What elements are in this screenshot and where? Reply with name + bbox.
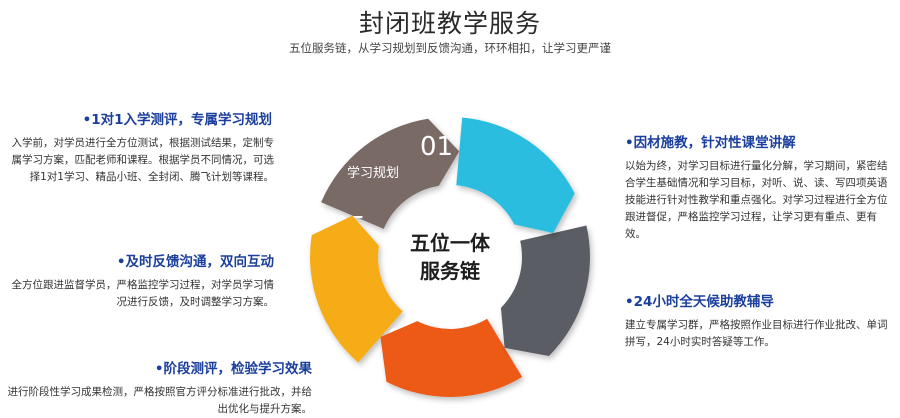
cycle-segment-05 <box>321 118 460 229</box>
service-block-targeted-teaching: •因材施教，针对性课堂讲解 以始为终，对学习目标进行量化分解，学习期间，紧密结合… <box>625 131 897 243</box>
page-title: 封闭班教学服务 <box>358 9 541 38</box>
block-title: •24小时全天候助教辅导 <box>625 294 774 310</box>
service-block-feedback: •及时反馈沟通，双向互动 全方位跟进监督学员，严格监控学习过程，对学员学习情况进… <box>2 250 275 311</box>
page-subtitle: 五位服务链，从学习规划到反馈沟通，环环相扣，让学习更严谨 <box>289 41 611 55</box>
service-block-entry-assessment: •1对1入学测评，专属学习规划 入学前，对学员进行全方位测试，根据测试结果，定制… <box>2 108 275 186</box>
cycle-segment-02 <box>500 225 590 356</box>
service-cycle-diagram: 05反馈沟通04阶段测评03助教辅导02课堂讲解01学习规划 五位一体 服务链 <box>280 85 610 418</box>
diagram-center-line1: 五位一体 <box>410 231 491 255</box>
block-title: •及时反馈沟通，双向互动 <box>116 254 274 270</box>
service-block-stage-assessment: •阶段测评，检验学习效果 进行阶段性学习成果检测，严格按照官方评分标准进行批改，… <box>2 357 313 418</box>
block-description: 以始为终，对学习目标进行量化分解，学习期间，紧密结合学生基础情况和学习目标，对听… <box>625 160 888 240</box>
diagram-center-line2: 服务链 <box>420 259 481 283</box>
block-description: 进行阶段性学习成果检测，严格按照官方评分标准进行批改，并给出优化与提升方案。 <box>7 386 313 415</box>
service-block-24h-tutoring: •24小时全天候助教辅导 建立专属学习群，严格按照作业目标进行作业批改、单词拼写… <box>625 290 897 351</box>
block-description: 入学前，对学员进行全方位测试，根据测试结果，定制专属学习方案，匹配老师和课程。根… <box>11 137 275 183</box>
segment-label: 学习规划 <box>347 165 399 181</box>
cycle-segment-03 <box>380 318 523 397</box>
block-title: •1对1入学测评，专属学习规划 <box>82 112 272 128</box>
cycle-segment-01 <box>456 117 575 234</box>
segment-number: 01 <box>420 132 453 162</box>
cycle-segment-04 <box>310 215 403 363</box>
block-description: 建立专属学习群，严格按照作业目标进行作业批改、单词拼写，24小时实时答疑等工作。 <box>625 319 888 348</box>
block-title: •因材施教，针对性课堂讲解 <box>625 135 796 151</box>
block-title: •阶段测评，检验学习效果 <box>154 361 312 377</box>
block-description: 全方位跟进监督学员，严格监控学习过程，对学员学习情况进行反馈，及时调整学习方案。 <box>11 279 275 308</box>
